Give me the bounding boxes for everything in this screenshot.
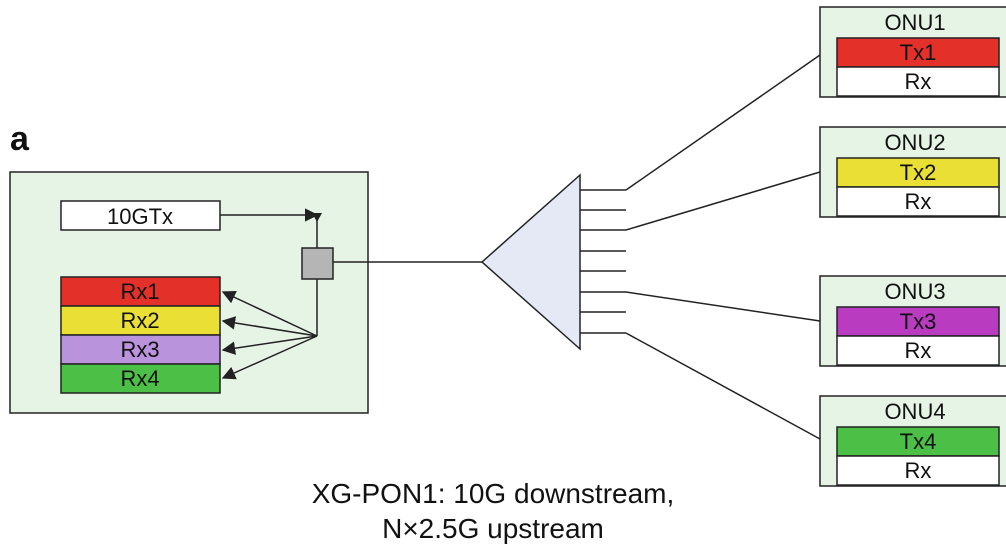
rx-arrow-line (221, 335, 318, 355)
drop-fiber-onu1 (625, 54, 821, 191)
drop-fiber-onu4 (625, 332, 821, 440)
olt-rx-label: Rx3 (120, 337, 159, 362)
onu-rx-label: Rx (905, 338, 932, 363)
onu-title: ONU4 (884, 399, 945, 424)
caption-line-1: XG-PON1: 10G downstream, (312, 478, 675, 509)
onu-unit-4: ONU4 Tx4 Rx (819, 395, 1006, 487)
onu-rx-box (836, 455, 1000, 486)
onu-rx-label: Rx (905, 458, 932, 483)
onu-rx-label: Rx (905, 189, 932, 214)
onu-title: ONU1 (884, 10, 945, 35)
onu-unit-3: ONU3 Tx3 Rx (819, 275, 1006, 367)
onu-tx-label: Tx4 (900, 429, 937, 454)
onu-unit-2: ONU2 Tx2 Rx (819, 126, 1006, 218)
caption-line-2: N×2.5G upstream (382, 513, 604, 544)
olt-rx-label: Rx1 (120, 279, 159, 304)
onu-rx-box (836, 335, 1000, 366)
onu-tx-box (836, 306, 1000, 337)
rx-arrow-line (221, 335, 318, 380)
drop-fiber-onu3 (625, 291, 821, 322)
olt-unit: 10GTx Rx1 Rx2 Rx3 Rx4 (9, 171, 369, 414)
splitter-triangle (480, 173, 581, 351)
olt-rx-label: Rx2 (120, 308, 159, 333)
rx-arrow-line (221, 316, 318, 337)
onu-tx-box (836, 426, 1000, 457)
olt-rx-label: Rx4 (120, 366, 159, 391)
onu-tx-box (836, 157, 1000, 188)
onu-tx-label: Tx2 (900, 160, 937, 185)
onu-tx-box (836, 37, 1000, 68)
onu-rx-box (836, 186, 1000, 217)
olt-tx-label: 10GTx (107, 204, 173, 229)
onu-tx-label: Tx3 (900, 309, 937, 334)
onu-rx-label: Rx (905, 69, 932, 94)
olt-rx-box (60, 363, 221, 394)
tx-arrow-head-icon (312, 213, 322, 222)
onu-title: ONU2 (884, 130, 945, 155)
onu-title: ONU3 (884, 279, 945, 304)
rx-arrow-line (221, 291, 318, 337)
wdm-combiner (301, 247, 334, 280)
olt-rx-stack: Rx1 Rx2 Rx3 Rx4 (60, 276, 221, 394)
onu-rx-box (836, 66, 1000, 97)
panel-label: a (10, 120, 30, 158)
optical-splitter (480, 173, 626, 351)
onu-unit-1: ONU1 Tx1 Rx (819, 6, 1006, 98)
onu-tx-label: Tx1 (900, 40, 937, 65)
olt-rx-box (60, 305, 221, 336)
olt-tx-box (60, 200, 221, 231)
drop-fiber-onu2 (625, 171, 821, 231)
